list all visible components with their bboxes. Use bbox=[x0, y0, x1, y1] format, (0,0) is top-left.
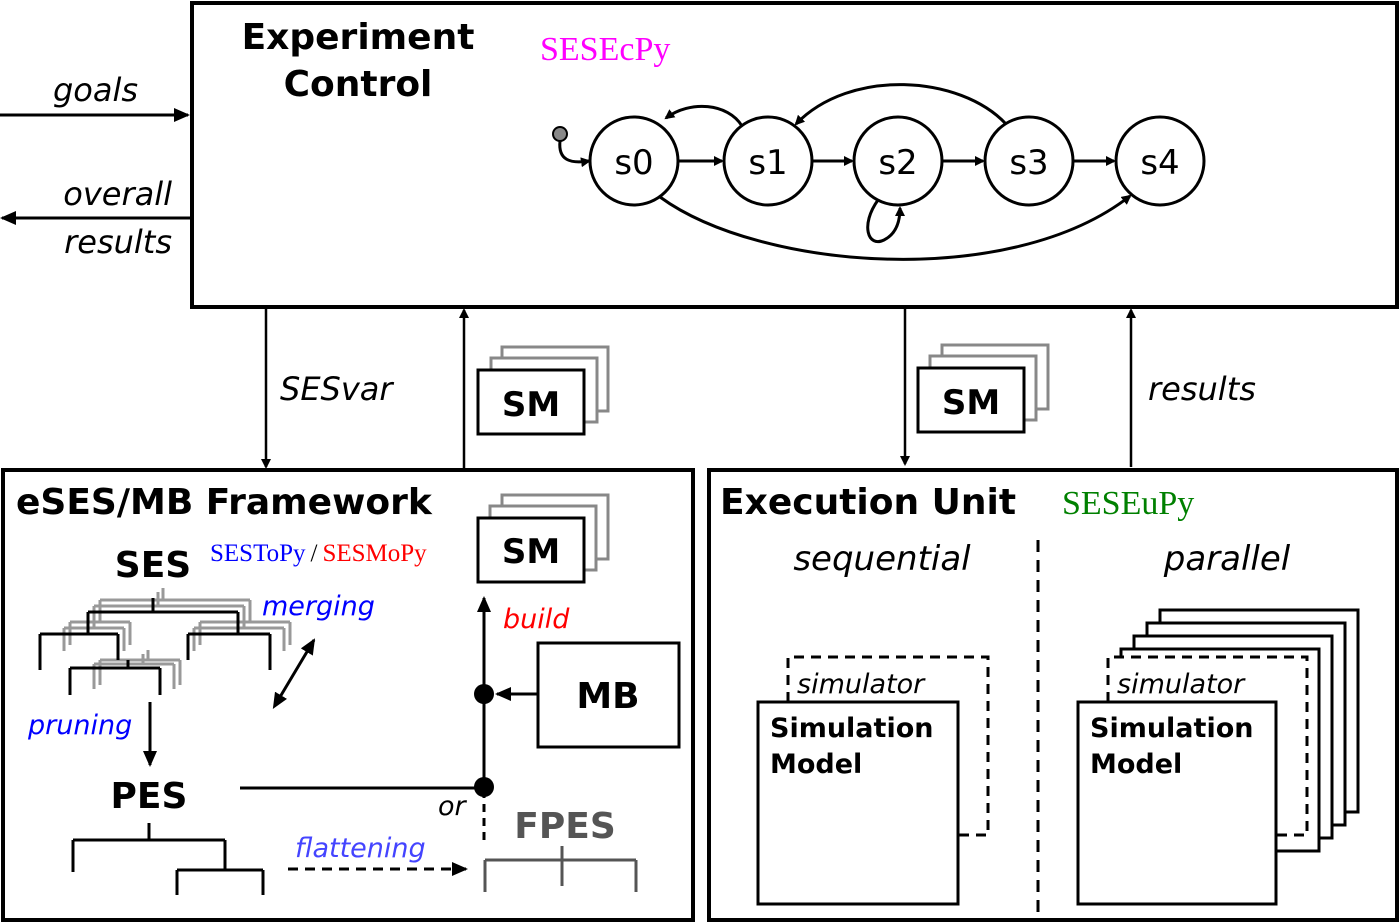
flattening-label: flattening bbox=[295, 833, 426, 864]
merging-arrow bbox=[272, 638, 316, 710]
sm-right-label: SM bbox=[942, 383, 1000, 423]
transition-s0-s4 bbox=[659, 194, 1132, 261]
framework-title: eSES/MB Framework bbox=[16, 482, 433, 523]
state-s2-label: s2 bbox=[878, 143, 917, 183]
overall-results-label-line2: results bbox=[64, 223, 172, 261]
or-label: or bbox=[438, 791, 468, 822]
experiment-control-title-line1: Experiment bbox=[242, 17, 475, 58]
state-s1-label: s1 bbox=[748, 143, 787, 183]
sequential-model-line1: Simulation bbox=[770, 713, 933, 744]
sequential-label: sequential bbox=[793, 539, 971, 579]
transition-s1-s0 bbox=[664, 104, 744, 127]
state-s4 bbox=[1114, 115, 1206, 207]
tools-label: SESToPy/SESMoPy bbox=[210, 540, 427, 567]
fpes-tree bbox=[483, 846, 638, 892]
mb-box bbox=[536, 641, 681, 749]
sm-stack-right: SM bbox=[916, 343, 1050, 434]
pes-label: PES bbox=[111, 776, 188, 817]
parallel-simulator: simulator Simulation Model bbox=[1076, 608, 1360, 906]
pruning-label: pruning bbox=[27, 710, 132, 741]
sesmopy-label: SESMoPy bbox=[322, 540, 427, 567]
sm-framework-label: SM bbox=[502, 532, 560, 572]
mb-label: MB bbox=[576, 676, 639, 717]
parallel-model-line1: Simulation bbox=[1090, 713, 1253, 744]
ses-label: SES bbox=[115, 545, 191, 586]
pes-tree bbox=[71, 823, 265, 895]
sm-top-label: SM bbox=[502, 385, 560, 425]
sm-stack-top: SM bbox=[476, 345, 610, 436]
parallel-label: parallel bbox=[1163, 539, 1291, 579]
overall-results-label-line1: overall bbox=[63, 175, 172, 213]
sm-stack-framework: SM bbox=[476, 493, 610, 584]
transition-s2-self bbox=[866, 199, 905, 244]
parallel-simulator-label: simulator bbox=[1117, 669, 1246, 700]
goals-label: goals bbox=[53, 71, 138, 109]
experiment-control-title-line2: Control bbox=[284, 64, 433, 105]
execution-unit-title: Execution Unit bbox=[720, 482, 1016, 523]
sestopy-label: SESToPy bbox=[210, 540, 306, 567]
tools-separator: / bbox=[311, 540, 318, 567]
sesecpy-label: SESEcPy bbox=[540, 31, 670, 68]
sequential-simulator-label: simulator bbox=[797, 669, 926, 700]
seseupy-label: SESEuPy bbox=[1062, 485, 1194, 522]
ses-tree bbox=[38, 588, 292, 695]
build-label: build bbox=[503, 604, 570, 635]
sequential-simulator: simulator Simulation Model bbox=[756, 655, 990, 906]
state-s4-label: s4 bbox=[1140, 143, 1179, 183]
transition-s3-s1 bbox=[794, 83, 1008, 126]
results-label: results bbox=[1148, 370, 1256, 408]
sequential-model-line2: Model bbox=[770, 749, 862, 780]
initial-state-dot bbox=[552, 126, 568, 142]
fpes-label: FPES bbox=[514, 806, 616, 847]
state-s3-label: s3 bbox=[1009, 143, 1048, 183]
initial-transition bbox=[558, 140, 591, 168]
parallel-model-line2: Model bbox=[1090, 749, 1182, 780]
merging-label: merging bbox=[262, 591, 375, 622]
state-s0-label: s0 bbox=[614, 143, 653, 183]
sesvar-label: SESvar bbox=[280, 370, 394, 408]
